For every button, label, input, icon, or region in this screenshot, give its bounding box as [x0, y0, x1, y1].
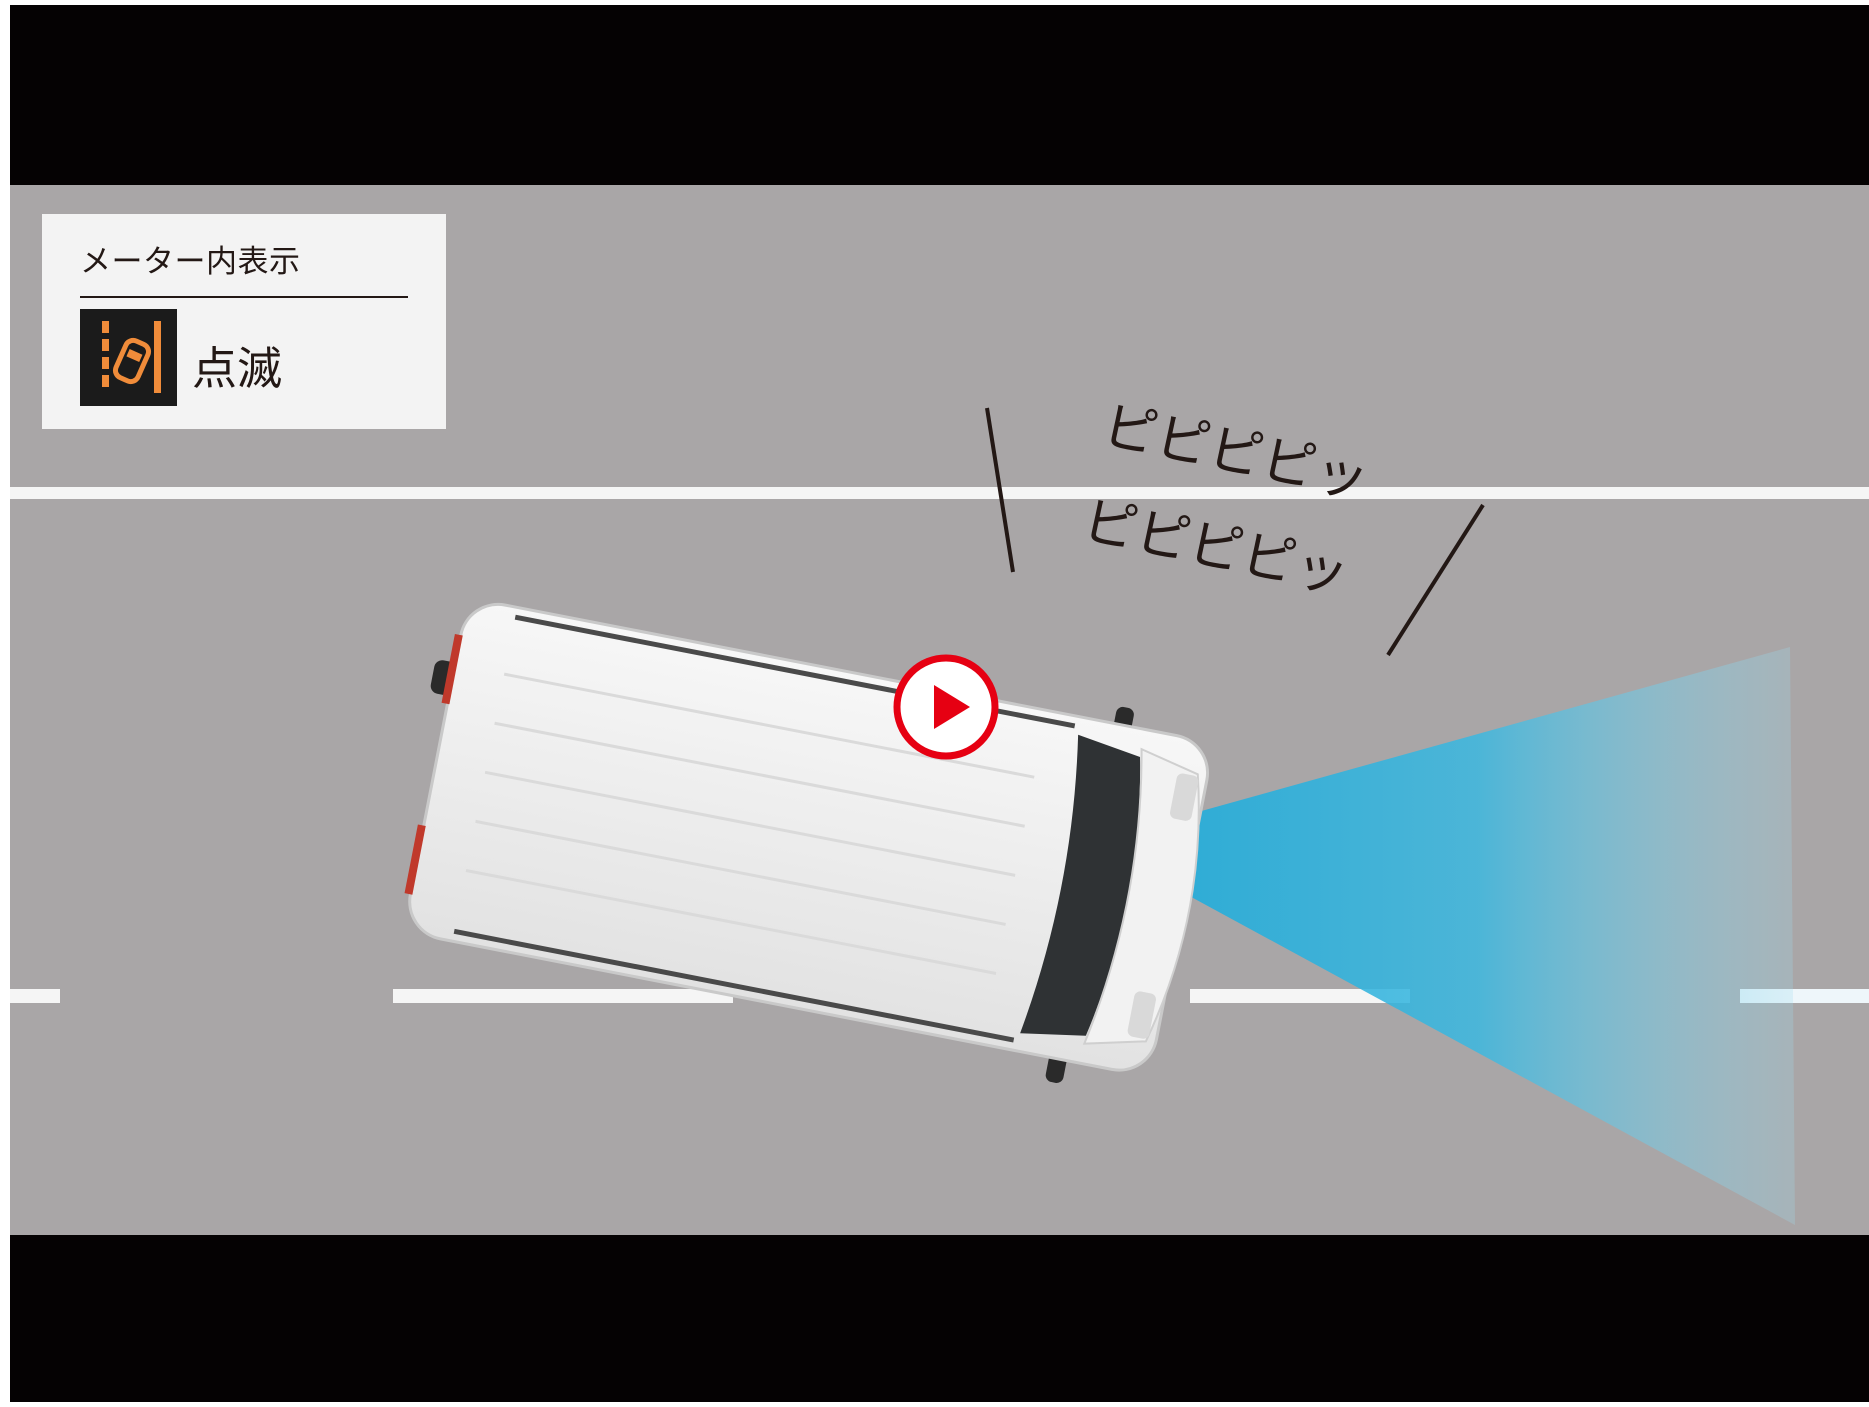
video-frame[interactable]: メーター内表示 点滅: [10, 185, 1869, 1235]
solid-lane-line: [10, 487, 1869, 499]
meter-status-text: 点滅: [192, 332, 282, 397]
play-icon: [892, 653, 1000, 761]
meter-display-title: メーター内表示: [80, 236, 301, 281]
play-button[interactable]: [892, 653, 1000, 761]
lane-departure-warning-icon: [80, 309, 177, 406]
video-player[interactable]: メーター内表示 点滅: [10, 5, 1869, 1402]
meter-display-panel: メーター内表示 点滅: [42, 214, 446, 429]
divider: [80, 296, 408, 298]
